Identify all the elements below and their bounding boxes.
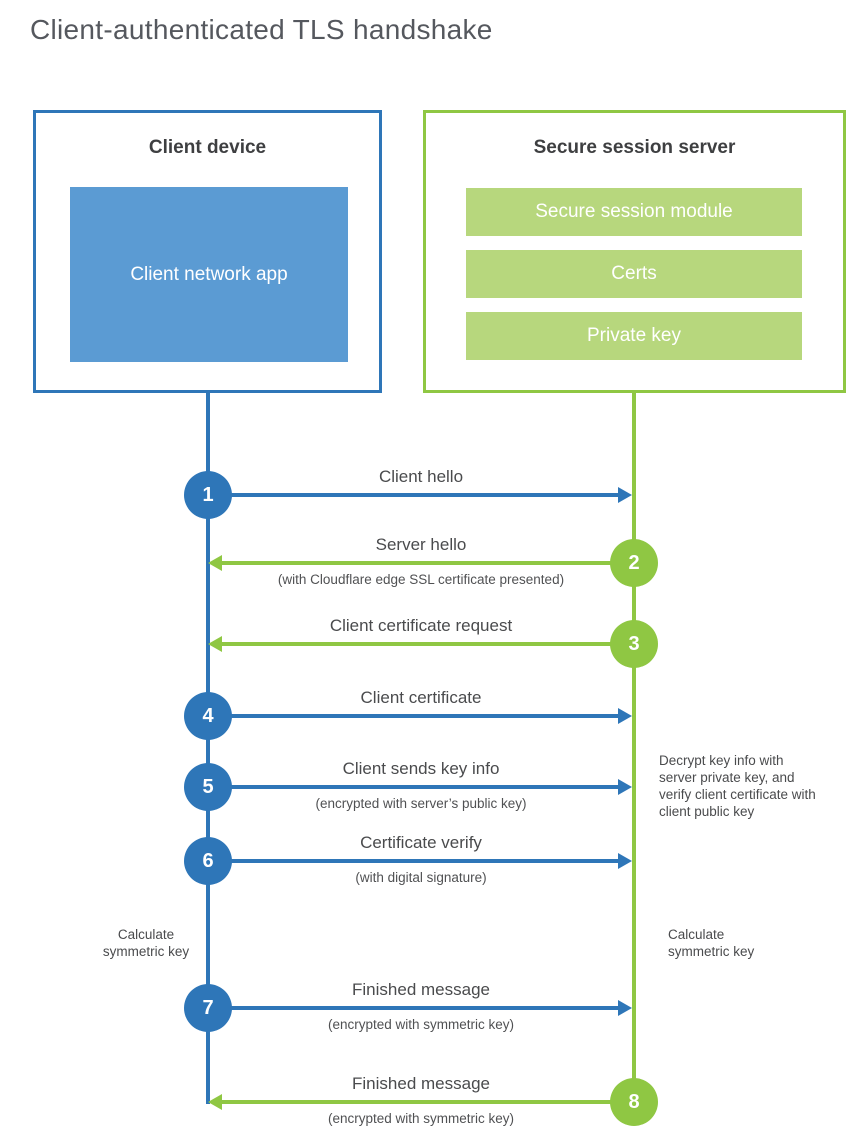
step-7-label: Finished message: [352, 980, 490, 999]
step-3-circle: 3: [610, 620, 658, 668]
client-device-box: Client device Client network app: [33, 110, 382, 393]
step-8-sublabel: (encrypted with symmetric key): [327, 1111, 515, 1126]
step-8-arrow-line: [222, 1100, 634, 1104]
client-lifeline: [206, 393, 210, 1104]
step-3-arrowhead-left-icon: [208, 636, 222, 652]
step-7-sublabel: (encrypted with symmetric key): [327, 1017, 515, 1032]
server-lifeline: [632, 393, 636, 1103]
step-7-arrowhead-right-icon: [618, 1000, 632, 1016]
step-6-circle: 6: [184, 837, 232, 885]
step-3-arrow-line: [222, 642, 634, 646]
step-4-circle: 4: [184, 692, 232, 740]
client-device-title: Client device: [148, 137, 267, 158]
step-6-arrow-line: [208, 859, 618, 863]
calculate-symmetric-key-note-client: Calculate symmetric key: [102, 927, 190, 959]
step-8-circle: 8: [610, 1078, 658, 1126]
step-5-arrow-line: [208, 785, 618, 789]
step-5-sublabel: (encrypted with server’s public key): [315, 796, 527, 811]
step-3-label: Client certificate request: [329, 616, 513, 635]
step-1-arrow-line: [208, 493, 618, 497]
secure-session-server-title: Secure session server: [533, 137, 736, 158]
step-6-arrowhead-right-icon: [618, 853, 632, 869]
step-1-circle: 1: [184, 471, 232, 519]
decrypt-key-info-note: Decrypt key info with server private key…: [659, 753, 816, 819]
secure-session-server-box: Secure session server Secure session mod…: [423, 110, 846, 393]
step-2-circle: 2: [610, 539, 658, 587]
step-4-arrowhead-right-icon: [618, 708, 632, 724]
calculate-symmetric-key-note-server: Calculate symmetric key: [668, 927, 755, 959]
step-2-sublabel: (with Cloudflare edge SSL certificate pr…: [277, 572, 565, 587]
step-5-arrowhead-right-icon: [618, 779, 632, 795]
server-module-secure-session: Secure session module: [466, 188, 802, 236]
step-2-label: Server hello: [375, 535, 467, 554]
step-5-label: Client sends key info: [342, 759, 500, 778]
step-7-arrow-line: [208, 1006, 618, 1010]
step-2-arrow-line: [222, 561, 634, 565]
step-6-sublabel: (with digital signature): [355, 870, 487, 885]
step-4-arrow-line: [208, 714, 618, 718]
step-5-circle: 5: [184, 763, 232, 811]
page-title: Client-authenticated TLS handshake: [30, 14, 493, 45]
step-1-label: Client hello: [378, 467, 464, 486]
step-8-label: Finished message: [352, 1074, 490, 1093]
step-1-arrowhead-right-icon: [618, 487, 632, 503]
client-network-app-box: Client network app: [70, 187, 348, 362]
server-module-certs: Certs: [466, 250, 802, 298]
step-4-label: Client certificate: [360, 688, 482, 707]
step-2-arrowhead-left-icon: [208, 555, 222, 571]
server-module-private-key: Private key: [466, 312, 802, 360]
step-7-circle: 7: [184, 984, 232, 1032]
step-8-arrowhead-left-icon: [208, 1094, 222, 1110]
client-network-app-label: Client network app: [130, 263, 288, 285]
step-6-label: Certificate verify: [360, 833, 482, 852]
